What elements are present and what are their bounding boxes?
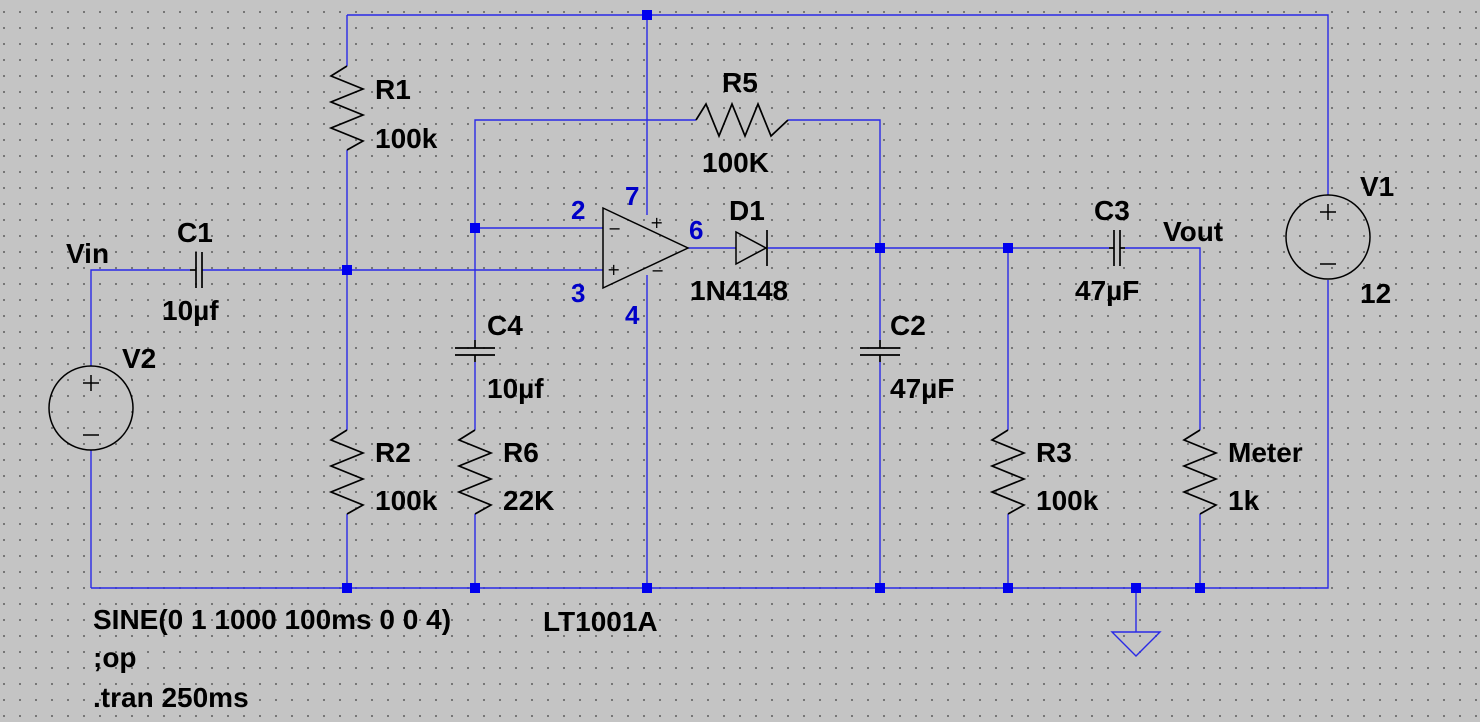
resistor-meter-symbol[interactable] <box>1181 429 1219 515</box>
capacitor-c1-symbol[interactable] <box>190 252 203 288</box>
junction-r3[interactable] <box>1003 243 1013 253</box>
junction-bottom-ground[interactable] <box>1131 583 1141 593</box>
c1-value: 10µf <box>162 295 219 326</box>
voltage-source-v1-symbol[interactable] <box>1285 194 1371 280</box>
wire-v2-top[interactable] <box>90 269 190 366</box>
c2-name: C2 <box>890 310 926 341</box>
pin-2-label: 2 <box>571 195 585 225</box>
opamp-minus-sign: − <box>608 219 621 238</box>
capacitor-c2-symbol[interactable] <box>860 340 900 362</box>
wires <box>90 14 1329 632</box>
junction-top-opamp[interactable] <box>642 10 652 20</box>
net-label-vout: Vout <box>1163 216 1223 247</box>
r6-value: 22K <box>503 485 554 516</box>
opamp-pin-labels: 2 7 6 3 4 <box>571 181 703 330</box>
v2-value: SINE(0 1 1000 100ms 0 0 4) <box>93 604 451 635</box>
r1-value: 100k <box>375 123 438 154</box>
junction-bottom-meter[interactable] <box>1195 583 1205 593</box>
d1-name: D1 <box>729 195 765 226</box>
r2-name: R2 <box>375 437 411 468</box>
c4-value: 10µf <box>487 373 544 404</box>
resistor-r2-symbol[interactable] <box>328 429 366 515</box>
r3-name: R3 <box>1036 437 1072 468</box>
directive-tran[interactable]: .tran 250ms <box>93 682 249 713</box>
ground-symbol[interactable] <box>1110 631 1162 657</box>
opamp-model: LT1001A <box>543 606 658 637</box>
r3-value: 100k <box>1036 485 1099 516</box>
opamp-u1-symbol[interactable]: − + + − <box>602 206 690 290</box>
c2-value: 47µF <box>890 373 954 404</box>
voltage-source-v2-symbol[interactable] <box>48 365 134 451</box>
resistor-r1-symbol[interactable] <box>328 65 366 151</box>
v1-name: V1 <box>1360 171 1394 202</box>
junction-bottom-r6[interactable] <box>470 583 480 593</box>
junction-bottom-r3[interactable] <box>1003 583 1013 593</box>
r2-value: 100k <box>375 485 438 516</box>
diode-d1-symbol[interactable] <box>735 230 768 266</box>
wire-feedback-left[interactable] <box>474 119 696 340</box>
opamp-vminus-sign: − <box>651 261 664 280</box>
resistor-r5-symbol[interactable] <box>695 101 789 139</box>
pin-6-label: 6 <box>689 215 703 245</box>
opamp-plus-sign: + <box>607 260 620 279</box>
r5-value: 100K <box>702 147 769 178</box>
wire-bottom-rail[interactable] <box>91 280 1329 589</box>
pin-3-label: 3 <box>571 278 585 308</box>
pin-4-label: 4 <box>625 300 640 330</box>
resistor-r6-symbol[interactable] <box>456 429 494 515</box>
directive-op[interactable]: ;op <box>93 642 137 673</box>
meter-value: 1k <box>1228 485 1260 516</box>
meter-name: Meter <box>1228 437 1303 468</box>
v2-name: V2 <box>122 343 156 374</box>
capacitor-c4-symbol[interactable] <box>455 340 495 362</box>
junction-bottom-opamp[interactable] <box>642 583 652 593</box>
r5-name: R5 <box>722 67 758 98</box>
capacitor-c3-symbol[interactable] <box>1109 230 1125 266</box>
c1-name: C1 <box>177 217 213 248</box>
resistor-r3-symbol[interactable] <box>989 429 1027 515</box>
spice-directives: ;op .tran 250ms <box>93 642 249 713</box>
wire-feedback-right[interactable] <box>788 119 881 340</box>
junction-bottom-r2[interactable] <box>342 583 352 593</box>
v1-value: 12 <box>1360 278 1391 309</box>
component-labels: R1 100k R5 100K D1 1N4148 C1 10µf C4 10µ… <box>66 67 1394 637</box>
wire-top-rail[interactable] <box>347 14 1329 195</box>
c4-name: C4 <box>487 310 523 341</box>
pin-7-label: 7 <box>625 181 639 211</box>
opamp-vplus-sign: + <box>650 213 663 232</box>
r1-name: R1 <box>375 74 411 105</box>
d1-value: 1N4148 <box>690 275 788 306</box>
junction-c2[interactable] <box>875 243 885 253</box>
junctions <box>342 10 1205 593</box>
junction-bottom-c2[interactable] <box>875 583 885 593</box>
junction-inverting[interactable] <box>470 223 480 233</box>
junction-input[interactable] <box>342 265 352 275</box>
c3-name: C3 <box>1094 195 1130 226</box>
r6-name: R6 <box>503 437 539 468</box>
c3-value: 47µF <box>1075 275 1139 306</box>
net-label-vin: Vin <box>66 238 109 269</box>
wire-vout[interactable] <box>1125 247 1201 430</box>
